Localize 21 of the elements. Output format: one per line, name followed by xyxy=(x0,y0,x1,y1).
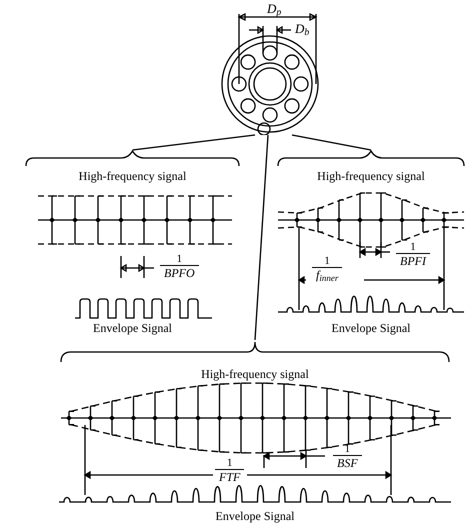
waveform-caption: Envelope Signal xyxy=(93,322,172,334)
fraction-numerator: 1 xyxy=(226,458,232,469)
waveform-caption: Envelope Signal xyxy=(216,510,294,522)
fraction-denominator: BSF xyxy=(333,455,362,469)
leader-line xyxy=(292,134,372,151)
fraction-numerator: 1 xyxy=(176,254,182,265)
fraction-denominator: f$_{inner}$ xyxy=(312,267,342,281)
fraction-denominator: BPFI xyxy=(396,253,430,267)
fraction-numerator: 1 xyxy=(344,444,350,455)
dimension-label: D$_{p}$ xyxy=(267,2,282,15)
fraction-numerator: 1 xyxy=(410,242,416,253)
dimension-label: D$_{b}$ xyxy=(295,22,310,35)
leader-line xyxy=(254,134,269,340)
fraction-denominator: FTF xyxy=(215,469,244,483)
panel-heading: High-frequency signal xyxy=(78,170,186,182)
panel-heading: High-frequency signal xyxy=(317,170,425,182)
leader-line xyxy=(132,134,256,151)
fraction-denominator: BPFO xyxy=(160,265,199,279)
waveform-caption: Envelope Signal xyxy=(332,322,410,334)
panel-heading: High-frequency signal xyxy=(201,368,309,380)
fraction-numerator: 1 xyxy=(324,256,330,267)
